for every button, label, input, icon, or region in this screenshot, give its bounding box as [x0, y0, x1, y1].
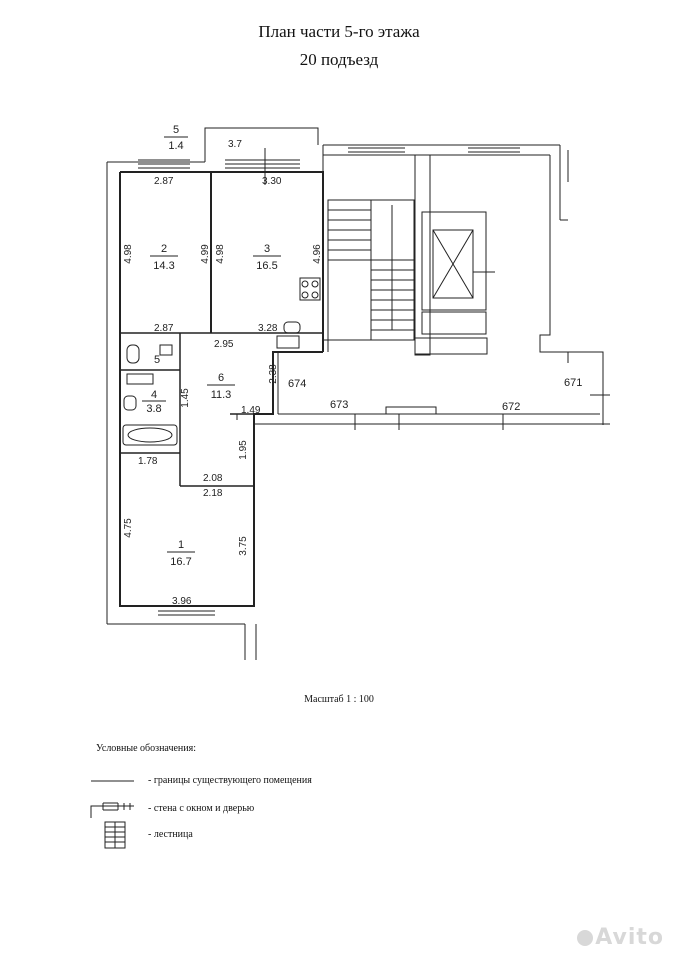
- svg-text:11.3: 11.3: [211, 389, 232, 401]
- dim-r3-left: 4.98: [215, 244, 226, 264]
- legend-wall-symbol: [90, 802, 134, 818]
- toilet: [126, 344, 140, 364]
- dim-corridor: 1.95: [238, 440, 249, 460]
- legend-stair-symbol: [104, 821, 126, 849]
- staircase: [327, 199, 415, 341]
- avito-watermark: Avito: [577, 925, 664, 950]
- bath-sink: [123, 395, 137, 411]
- avito-logo-icon: [577, 930, 594, 946]
- window-stair-2: [468, 147, 520, 153]
- svg-text:3.8: 3.8: [146, 403, 161, 415]
- room-1-label: 1 16.7: [167, 539, 195, 568]
- dim-hall-top: 2.95: [214, 339, 234, 350]
- svg-text:3: 3: [264, 243, 270, 255]
- dim-r2-left: 4.98: [123, 244, 134, 264]
- room-6-label: 6 11.3: [207, 372, 235, 401]
- window-r2: [138, 159, 190, 169]
- dim-r1-top-left: 1.78: [138, 456, 158, 467]
- bathtub: [122, 424, 178, 446]
- right-apartment-wall: [539, 155, 604, 425]
- room-wc-label: 5: [154, 354, 160, 366]
- legend-title: Условные обозначения:: [96, 743, 197, 754]
- svg-text:5: 5: [173, 124, 179, 136]
- legend-item-stairs: - лестница: [148, 829, 193, 840]
- page-title: План части 5-го этажа: [258, 22, 420, 41]
- svg-text:2: 2: [161, 243, 167, 255]
- balcony-outline: [204, 127, 319, 162]
- stove: [299, 277, 321, 301]
- svg-text:16.7: 16.7: [170, 556, 191, 568]
- unit-673: 673: [330, 399, 348, 411]
- room-3-label: 3 16.5: [253, 243, 281, 272]
- stair-wall-left: [322, 145, 329, 352]
- legend-item-wall: - стена с окном и дверью: [148, 803, 255, 814]
- room-4-label: 4 3.8: [142, 389, 166, 415]
- dim-r4-right: 1.45: [180, 388, 191, 408]
- elevator-shaft: [414, 154, 495, 356]
- svg-text:1.4: 1.4: [168, 140, 183, 152]
- kitchen-sink: [283, 321, 301, 334]
- room-5-label: 5 1.4: [164, 124, 188, 152]
- dim-r3-top: 3.30: [262, 176, 282, 187]
- dim-r2-bottom: 2.87: [154, 323, 174, 334]
- svg-text:14.3: 14.3: [153, 260, 174, 272]
- dim-r2-right: 4.99: [200, 244, 211, 264]
- unit-674: 674: [288, 378, 306, 390]
- dim-balcony: 3.7: [228, 139, 242, 150]
- dim-r1-top-mid2: 2.18: [203, 488, 223, 499]
- svg-text:6: 6: [218, 372, 224, 384]
- dim-r1-left: 4.75: [123, 518, 134, 538]
- dim-r3-right: 4.96: [312, 244, 323, 264]
- window-r3: [225, 148, 300, 185]
- window-stair-1: [348, 147, 405, 153]
- dim-r1-bottom: 3.96: [172, 596, 192, 607]
- unit-672: 672: [502, 401, 520, 413]
- wc-sink: [159, 344, 173, 356]
- page-subtitle: 20 подъезд: [299, 50, 379, 69]
- dim-hall-step: 1.49: [241, 405, 261, 416]
- room-2-label: 2 14.3: [150, 243, 178, 272]
- landing-window: [385, 406, 437, 415]
- svg-text:5: 5: [154, 354, 160, 366]
- dim-r1-top-mid1: 2.08: [203, 473, 223, 484]
- svg-text:1: 1: [178, 539, 184, 551]
- legend-item-boundary: - границы существующего помещения: [148, 775, 312, 786]
- dim-r2-top: 2.87: [154, 176, 174, 187]
- radiator: [126, 373, 154, 385]
- dim-hall-right: 2.38: [268, 364, 279, 384]
- dim-r1-right: 3.75: [238, 536, 249, 556]
- dim-r3-bottom: 3.28: [258, 323, 278, 334]
- unit-671: 671: [564, 377, 582, 389]
- svg-text:16.5: 16.5: [256, 260, 277, 272]
- vent-block: [276, 335, 300, 349]
- scale-label: Масштаб 1 : 100: [304, 694, 374, 705]
- window-r1: [158, 605, 215, 616]
- svg-text:4: 4: [151, 389, 157, 401]
